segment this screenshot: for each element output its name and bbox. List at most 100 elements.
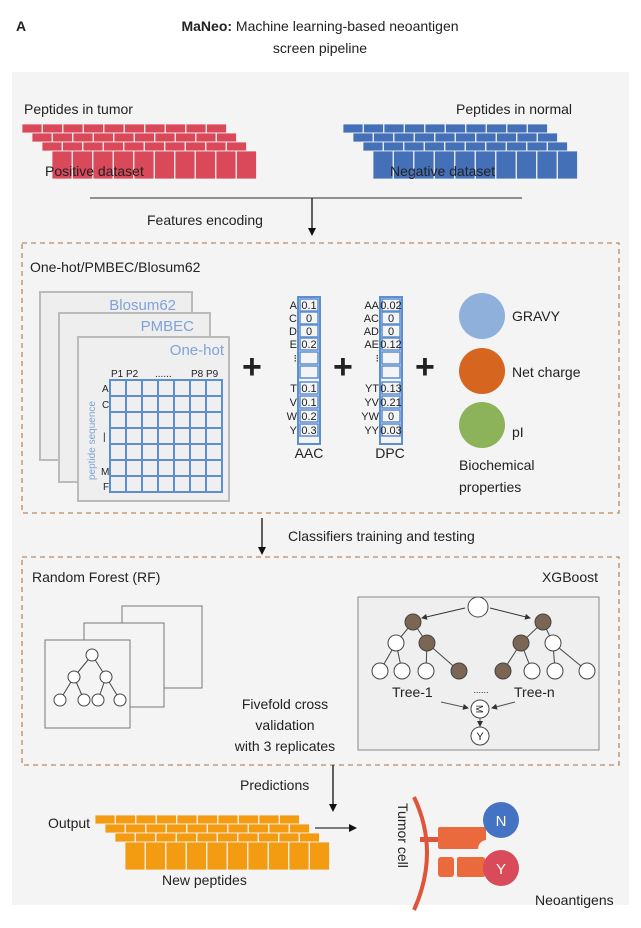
peptide-block <box>258 814 280 825</box>
peptide-block <box>72 150 93 180</box>
rf-label: Random Forest (RF) <box>32 569 160 585</box>
properties-caption-2: properties <box>459 479 521 495</box>
peptide-block <box>236 150 257 180</box>
svg-text:P1: P1 <box>111 369 124 380</box>
neoantigen-n-icon <box>483 802 519 838</box>
peptide-block <box>268 823 290 834</box>
svg-text:......: ...... <box>155 369 172 380</box>
peptide-block <box>226 141 247 152</box>
title-line1: MaNeo: Machine learning-based neoantigen <box>181 18 458 34</box>
step-features-encoding: Features encoding <box>147 212 263 228</box>
peptide-block <box>393 132 415 143</box>
peptide-block <box>154 132 176 143</box>
cell-membrane <box>412 796 429 911</box>
vector-row-label: A <box>290 300 298 312</box>
plus-3: + <box>415 348 435 386</box>
vector-row-label: AE <box>364 339 379 351</box>
peptide-block <box>72 132 94 143</box>
peptide-block <box>197 814 218 825</box>
grid-col-labels: P1 P2 ...... P8 P9 <box>111 369 219 380</box>
vector-row-value: 0.2 <box>301 411 316 423</box>
peptide-block <box>279 814 300 825</box>
normal-peptide-stack <box>342 123 578 180</box>
peptide-block <box>92 150 114 180</box>
vector-row-value: 0.12 <box>380 339 401 351</box>
peptide-block <box>363 123 384 134</box>
vector-row-value: 0 <box>388 411 394 423</box>
tree-n-label: Tree-n <box>514 684 555 700</box>
peptide-block <box>124 841 146 871</box>
merge-node: M <box>473 705 484 713</box>
peptide-block <box>404 123 425 134</box>
peptide-block <box>454 150 476 180</box>
peptide-block <box>115 814 136 825</box>
vector-row-label: W <box>287 411 298 423</box>
tree-node <box>371 662 389 680</box>
vector-outline <box>379 296 403 445</box>
plus-2: + <box>333 348 353 386</box>
peptide-block <box>215 150 237 180</box>
tree-node <box>85 648 99 662</box>
peptide-block <box>238 814 259 825</box>
svg-text:PMBEC: PMBEC <box>141 318 195 335</box>
onehot-card: One-hot <box>77 336 230 502</box>
peptide-block <box>217 832 238 843</box>
vector-row-value: 0.3 <box>301 425 316 437</box>
tree-node <box>91 693 105 707</box>
tree-node <box>67 670 81 684</box>
peptide-block <box>299 832 320 843</box>
vector-row-value: 0 <box>306 313 312 325</box>
peptide-block <box>424 123 446 134</box>
peptide-block <box>103 141 124 152</box>
peptide-block <box>62 141 83 152</box>
onehot-grid <box>109 379 223 493</box>
vector-cell <box>299 351 319 365</box>
peptide-block <box>373 132 394 143</box>
svg-text:N: N <box>496 813 507 830</box>
vector-row-label: YW <box>361 411 379 423</box>
grid-cell <box>205 475 223 493</box>
peptide-block <box>123 141 145 152</box>
trees-ellipsis: ...... <box>473 685 488 695</box>
vector-cell <box>381 337 401 351</box>
peptide-block <box>465 141 486 152</box>
vector-row-label: C <box>289 313 297 325</box>
peptide-block <box>94 814 116 825</box>
random-forest-trees <box>44 605 203 729</box>
vector-row-label: E <box>290 339 297 351</box>
mhc-receptor-icon <box>438 827 486 877</box>
tree-node <box>77 693 91 707</box>
peptide-block <box>207 823 228 834</box>
peptide-sequence-axis-label: peptide sequence <box>87 401 98 480</box>
svg-text:pI: pI <box>512 424 524 440</box>
peptide-block <box>403 141 425 152</box>
svg-text:GRAVY: GRAVY <box>512 308 561 324</box>
vector-cell <box>381 365 401 379</box>
peptide-block <box>444 141 466 152</box>
peptide-block <box>206 123 227 134</box>
peptide-block <box>165 841 187 871</box>
svg-text:P2: P2 <box>126 369 139 380</box>
plus-signs: + + + <box>242 348 435 386</box>
peptide-block <box>62 123 84 134</box>
peptide-block <box>383 123 405 134</box>
vector-cell <box>299 337 319 351</box>
vector-row-value: 0 <box>306 326 312 338</box>
cv-text-3: with 3 replicates <box>234 738 335 754</box>
normal-label: Peptides in normal <box>456 101 572 117</box>
peptide-block <box>516 150 537 180</box>
peptide-block <box>227 841 248 871</box>
plus-1: + <box>242 348 262 386</box>
tree-node <box>578 662 596 680</box>
peptide-block <box>134 132 155 143</box>
dpc-label: DPC <box>375 445 405 461</box>
peptide-block <box>393 150 414 180</box>
cv-text-2: validation <box>255 717 314 733</box>
svg-text:A: A <box>102 384 109 395</box>
tree-node <box>523 662 541 680</box>
vector-row-value: 0.1 <box>301 397 316 409</box>
properties-caption-1: Biochemical <box>459 457 534 473</box>
title-bold: MaNeo: <box>181 18 232 34</box>
